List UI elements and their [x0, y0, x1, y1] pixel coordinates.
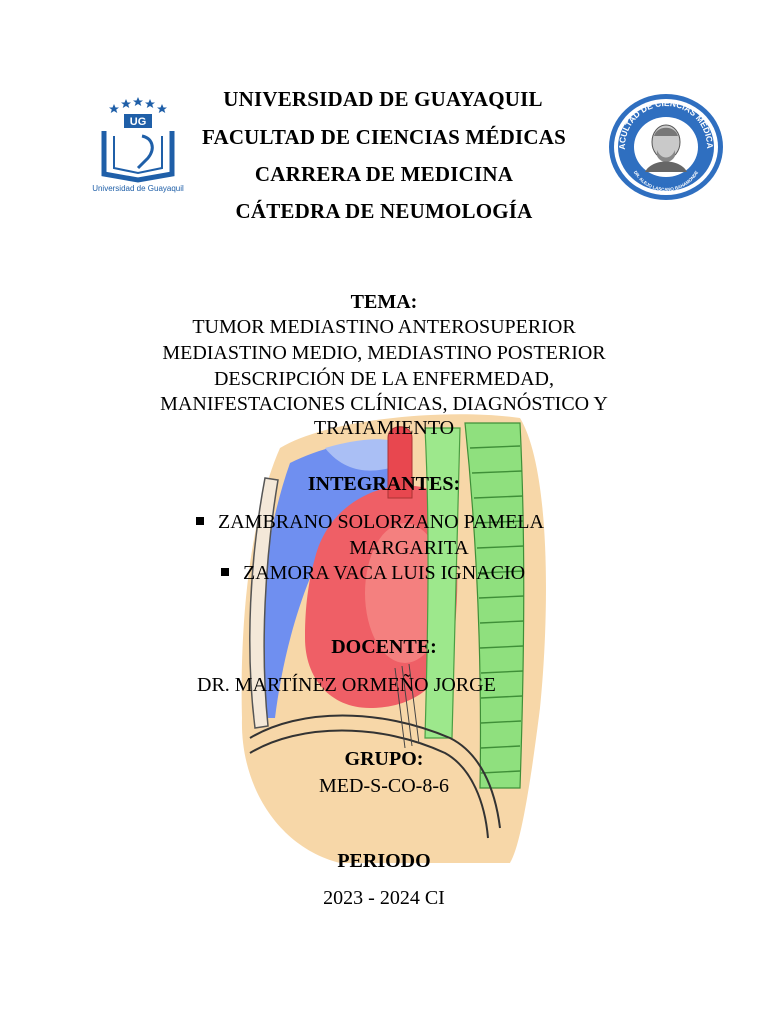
career-name: CARRERA DE MEDICINA — [254, 162, 514, 186]
bullet-icon — [221, 568, 229, 577]
integrantes-label: INTEGRANTES: — [307, 473, 461, 495]
grupo-label: GRUPO: — [344, 748, 424, 770]
member-name: ZAMBRANO SOLORZANO PAMELA — [218, 511, 544, 533]
faculty-name: FACULTAD DE CIENCIAS MÉDICAS — [201, 125, 566, 149]
tema-label: TEMA: — [350, 291, 418, 313]
lung-upper — [325, 439, 395, 471]
university-logo-caption: Universidad de Guayaquil — [92, 184, 184, 193]
member-name: ZAMORA VACA LUIS IGNACIO — [243, 562, 526, 584]
seal-year: 1877 — [660, 183, 671, 189]
university-name: UNIVERSIDAD DE GUAYAQUIL — [223, 87, 543, 111]
bullet-icon — [196, 517, 204, 526]
vessel-lines — [394, 663, 420, 749]
member-item: ZAMORA VACA LUIS IGNACIO — [221, 562, 525, 585]
docente-name: DR. MARTÍNEZ ORMEÑO JORGE — [197, 674, 496, 696]
university-logo: UG Universidad de Guayaquil — [92, 96, 184, 200]
periodo-label: PERIODO — [337, 850, 431, 872]
tema-line: MEDIASTINO MEDIO, MEDIASTINO POSTERIOR — [162, 342, 606, 364]
lung-region — [258, 441, 395, 718]
diaphragm-line — [249, 714, 501, 829]
rib-band — [249, 477, 279, 729]
member-name-continued: MARGARITA — [349, 537, 469, 559]
vertebrae-lines — [469, 445, 525, 774]
tema-line: TRATAMIENTO — [313, 417, 455, 439]
periodo-value: 2023 - 2024 CI — [323, 887, 445, 909]
mediastinum-illustration — [241, 414, 546, 863]
heart-highlight — [365, 523, 445, 663]
faculty-seal-icon: FACULTAD DE CIENCIAS MÉDICAS DR. ALEJO L… — [604, 84, 723, 200]
tema-line: MANIFESTACIONES CLÍNICAS, DIAGNÓSTICO Y — [160, 393, 608, 415]
aorta-shape — [387, 426, 413, 499]
faculty-seal: FACULTAD DE CIENCIAS MÉDICAS DR. ALEJO L… — [604, 84, 725, 202]
tema-line: TUMOR MEDIASTINO ANTEROSUPERIOR — [192, 316, 576, 338]
grupo-value: MED-S-CO-8-6 — [319, 775, 449, 797]
costal-line — [249, 729, 489, 839]
tema-line: DESCRIPCIÓN DE LA ENFERMEDAD, — [213, 368, 555, 390]
docente-label: DOCENTE: — [331, 636, 437, 658]
university-logo-icon: UG — [101, 97, 175, 183]
member-item: ZAMBRANO SOLORZANO PAMELA — [196, 511, 544, 534]
chair-name: CÁTEDRA DE NEUMOLOGÍA — [235, 199, 533, 223]
logo-letters: UG — [130, 116, 147, 128]
